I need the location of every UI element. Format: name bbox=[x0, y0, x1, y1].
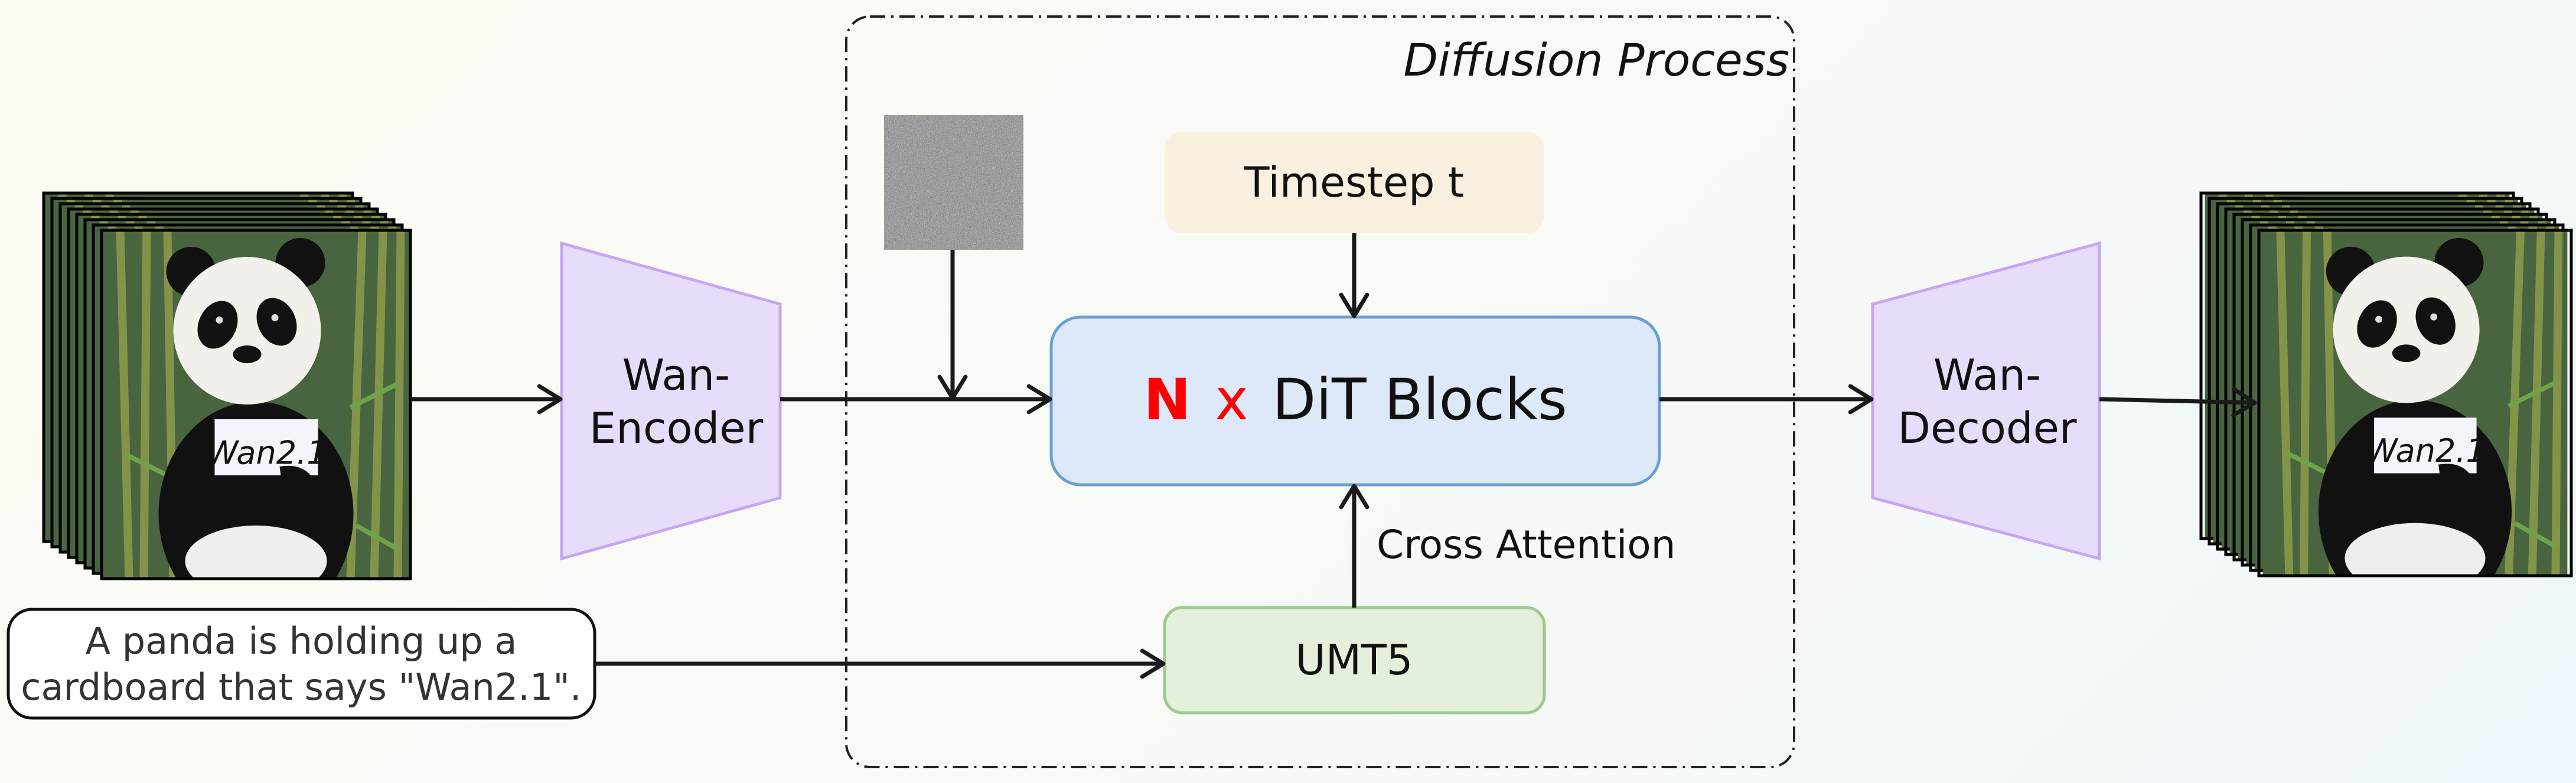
decoder-label-line2: Decoder bbox=[1898, 403, 2077, 453]
umt5-label: UMT5 bbox=[1296, 636, 1413, 684]
input-to-encoder-arrow bbox=[410, 384, 563, 415]
dit-label: DiT Blocks bbox=[1272, 367, 1567, 433]
wan-decoder: Wan- Decoder bbox=[1871, 241, 2101, 561]
timestep-label: Timestep t bbox=[1244, 158, 1464, 207]
wan-encoder: Wan- Encoder bbox=[560, 241, 782, 561]
decoder-label-line1: Wan- bbox=[1933, 350, 2041, 400]
diffusion-process-title: Diffusion Process bbox=[1404, 34, 1790, 86]
dit-times: x bbox=[1215, 367, 1248, 433]
umt5-box: UMT5 bbox=[1163, 606, 1546, 715]
decoder-to-output-arrow bbox=[2099, 387, 2257, 417]
diffusion-process-region: Diffusion Process bbox=[845, 15, 1795, 768]
cross-attention-label: Cross Attention bbox=[1377, 522, 1676, 567]
noise-latent bbox=[884, 115, 1023, 250]
output-video-frame bbox=[2257, 229, 2573, 578]
input-video-frames: Wan2.1 bbox=[42, 191, 412, 580]
encoder-label-line1: Wan- bbox=[622, 350, 730, 400]
dit-to-decoder-arrow bbox=[1659, 384, 1874, 415]
cross-attention-arrow bbox=[1339, 484, 1369, 608]
encoder-label-line2: Encoder bbox=[589, 403, 764, 453]
dit-count-n: N bbox=[1143, 367, 1191, 433]
timestep-to-dit-arrow bbox=[1339, 233, 1369, 318]
arrows bbox=[410, 233, 2257, 679]
text-prompt-box: A panda is holding up a cardboard that s… bbox=[6, 608, 596, 720]
noise-to-input-arrow bbox=[937, 250, 968, 400]
input-video-frame bbox=[100, 229, 412, 580]
output-video-frames: Wan2.1 bbox=[2199, 191, 2573, 578]
dit-blocks-box: N x DiT Blocks bbox=[1049, 315, 1661, 487]
encoder-to-dit-arrow bbox=[780, 384, 1052, 415]
timestep-box: Timestep t bbox=[1165, 132, 1544, 233]
output-video-sign-text: Wan2.1 bbox=[2366, 432, 2486, 469]
prompt-line2: cardboard that says "Wan2.1". bbox=[21, 665, 581, 709]
prompt-to-umt5-arrow bbox=[595, 648, 1166, 679]
prompt-line1: A panda is holding up a bbox=[86, 619, 517, 663]
svg-text:N x DiT Blocks: N x DiT Blocks bbox=[1143, 367, 1567, 433]
input-video-sign-text: Wan2.1 bbox=[207, 434, 327, 471]
